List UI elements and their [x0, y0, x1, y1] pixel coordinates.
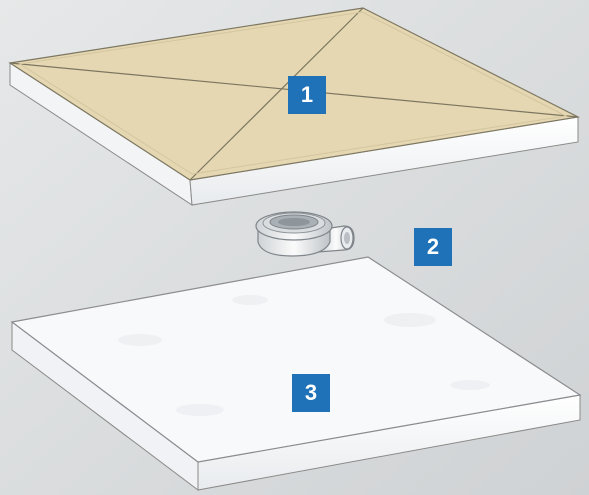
component-number-badge-3: 3 — [292, 374, 330, 412]
component-number-badge-2: 2 — [414, 228, 452, 266]
component-number-badge-1: 1 — [288, 76, 326, 114]
